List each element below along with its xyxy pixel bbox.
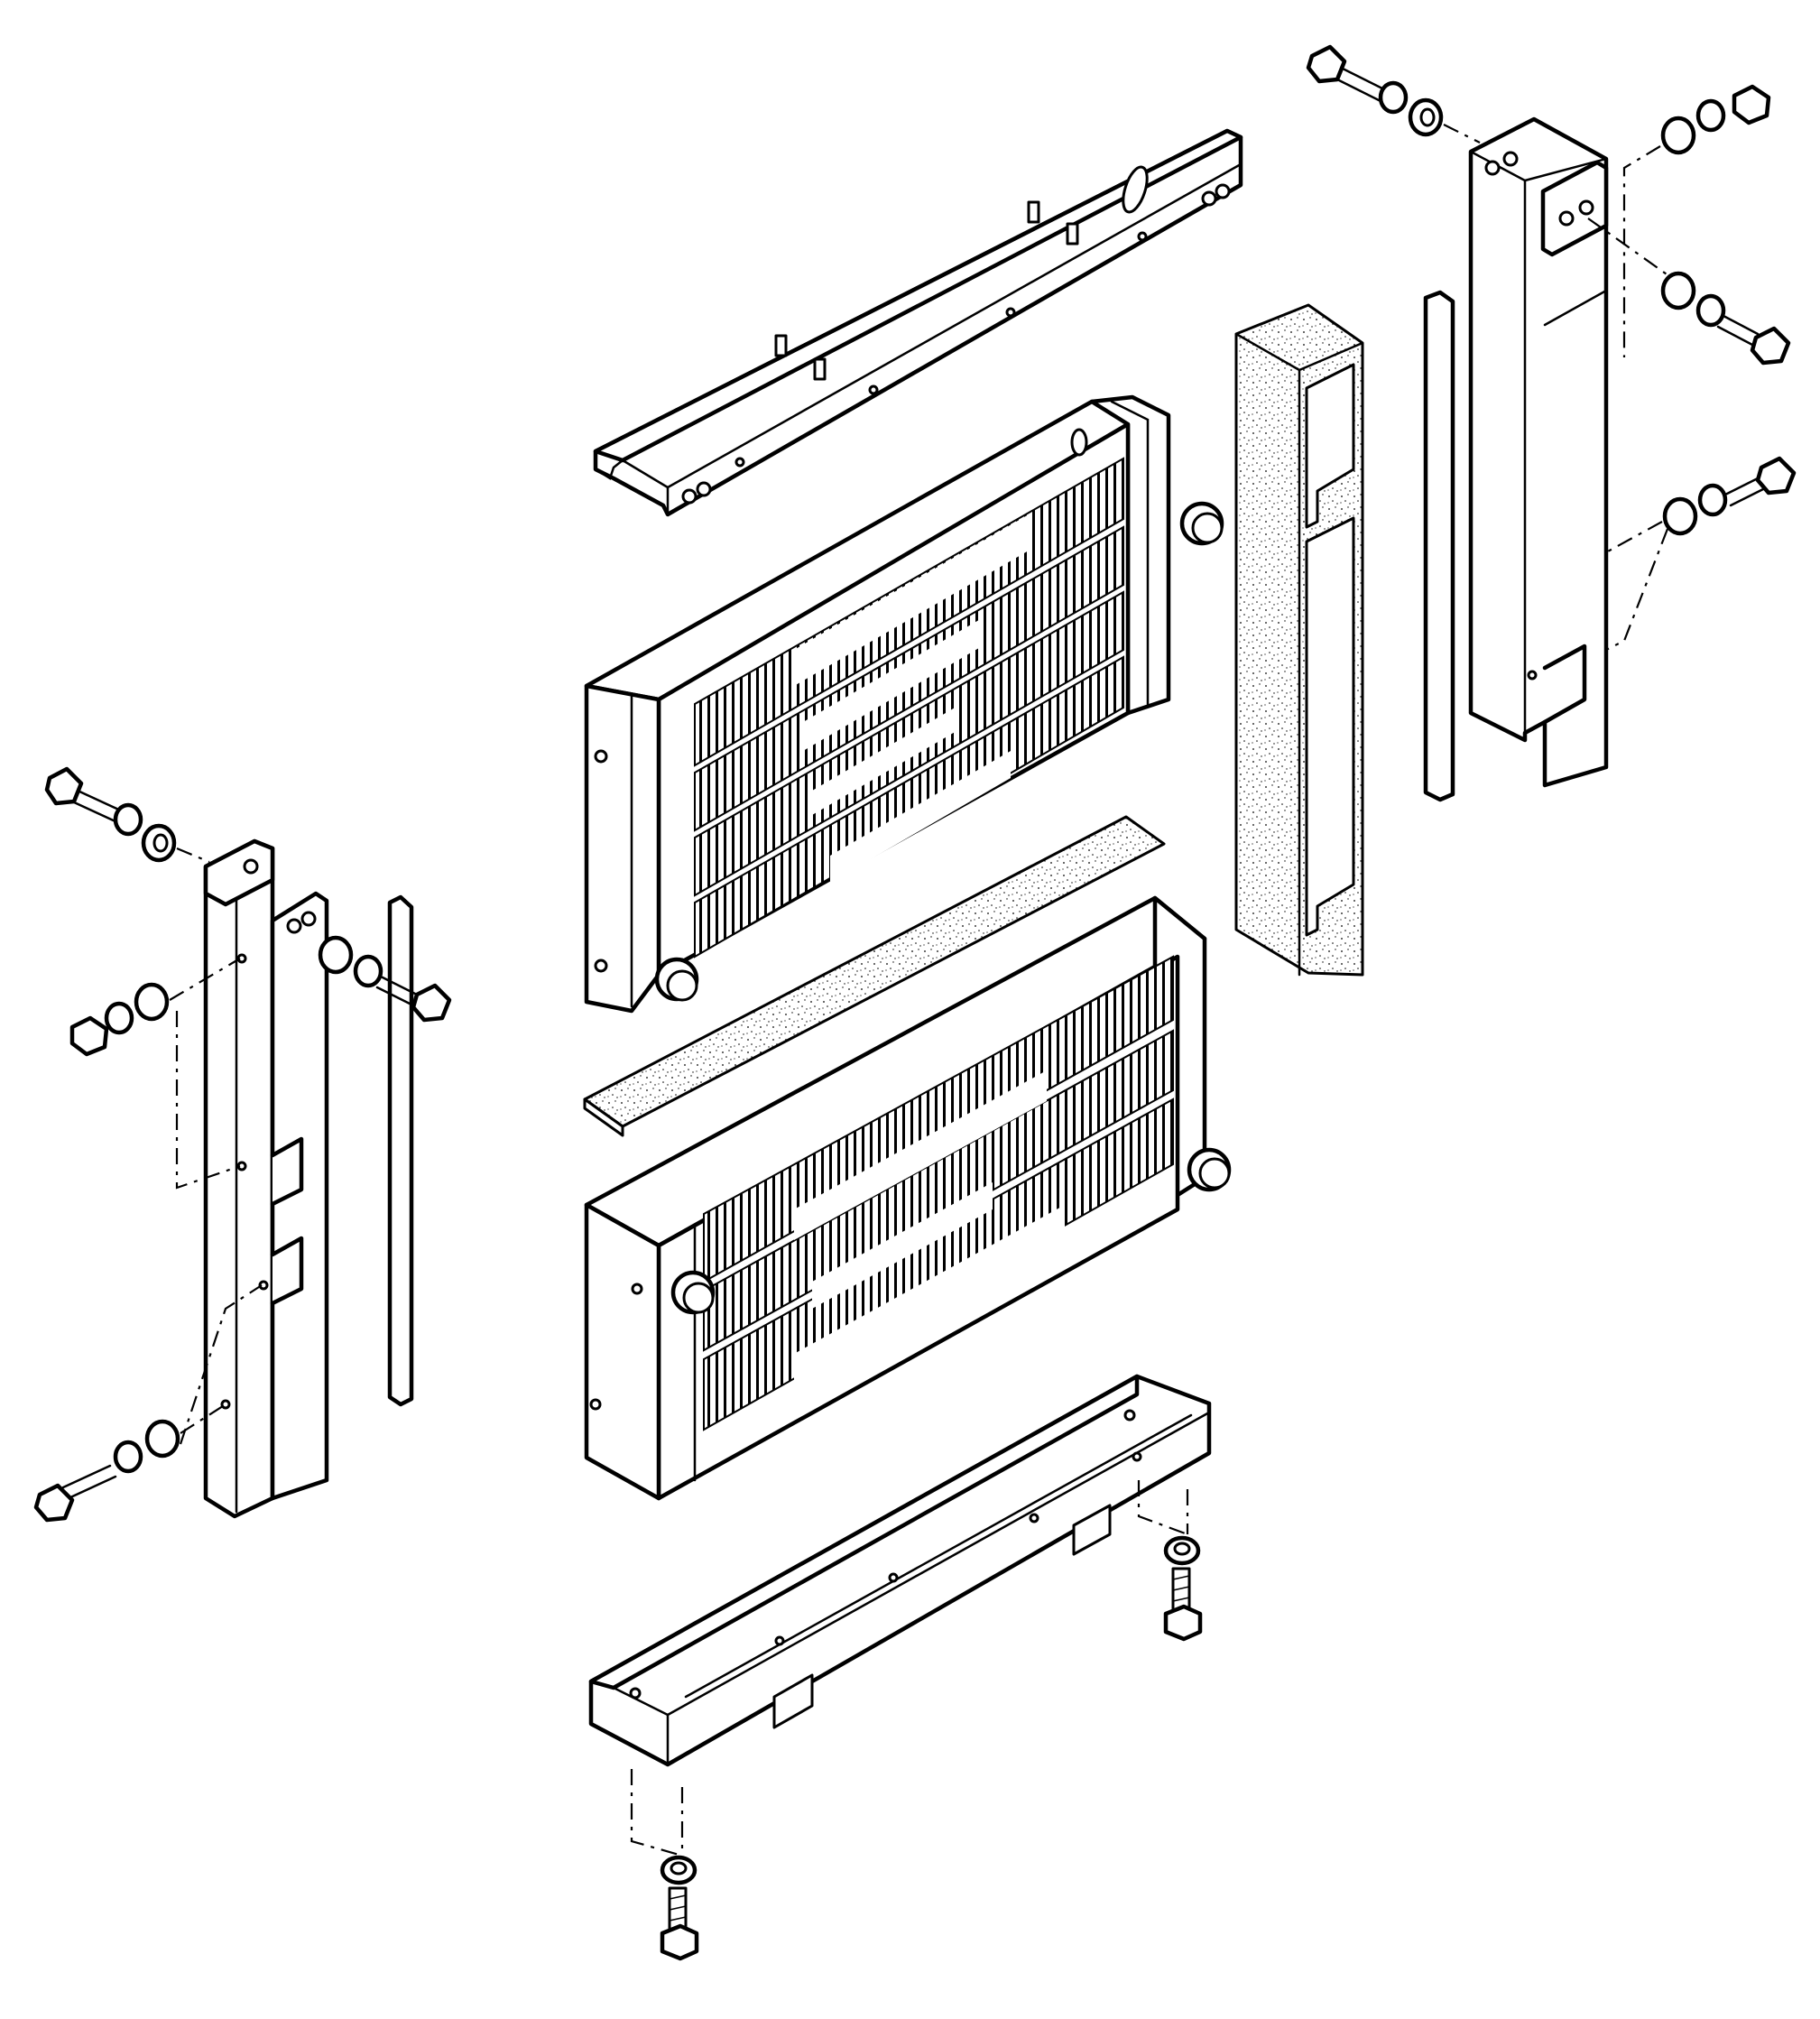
stud bbox=[1066, 222, 1079, 245]
washer bbox=[1660, 271, 1696, 310]
lower-radiator-core bbox=[584, 895, 1232, 1501]
left-side-bracket bbox=[203, 838, 329, 1519]
washer bbox=[113, 802, 143, 837]
hex-bolt bbox=[411, 983, 452, 1023]
washer bbox=[1697, 483, 1728, 517]
washer bbox=[1695, 98, 1726, 133]
right-side-bracket bbox=[1468, 116, 1609, 788]
washer bbox=[318, 935, 354, 975]
bottom-left-hardware bbox=[630, 1769, 699, 1961]
bottom-right-hardware bbox=[1137, 1480, 1203, 1642]
washer bbox=[104, 1001, 134, 1035]
right-foam-block bbox=[1234, 303, 1364, 977]
top-channel-rail bbox=[593, 128, 1243, 517]
left-edge-strip bbox=[387, 894, 414, 1407]
foam-strip-edge bbox=[583, 1097, 624, 1137]
bottom-channel-rail bbox=[588, 1374, 1212, 1767]
right-edge-strip bbox=[1423, 290, 1455, 802]
upper-radiator-core bbox=[584, 394, 1224, 1014]
hex-bolt bbox=[44, 766, 84, 806]
right-hardware bbox=[1306, 44, 1797, 651]
hex-bolt bbox=[1163, 1604, 1203, 1642]
hex-bolt bbox=[33, 1483, 75, 1523]
washer bbox=[144, 1419, 180, 1459]
washer bbox=[1662, 496, 1698, 536]
washer bbox=[1378, 80, 1409, 115]
hex-nut bbox=[69, 1015, 109, 1057]
washer bbox=[353, 954, 383, 988]
hex-bolt bbox=[660, 1923, 699, 1961]
stud bbox=[1027, 200, 1040, 224]
left-hardware bbox=[33, 766, 452, 1523]
stud bbox=[774, 334, 788, 357]
washer bbox=[1695, 293, 1726, 328]
hex-bolt bbox=[1306, 44, 1347, 84]
washer bbox=[113, 1440, 143, 1474]
stud bbox=[813, 357, 827, 381]
hex-nut bbox=[1732, 84, 1771, 125]
hex-bolt bbox=[1755, 456, 1797, 495]
washer bbox=[134, 982, 170, 1022]
washer bbox=[1660, 116, 1696, 155]
hex-bolt bbox=[1750, 326, 1791, 366]
